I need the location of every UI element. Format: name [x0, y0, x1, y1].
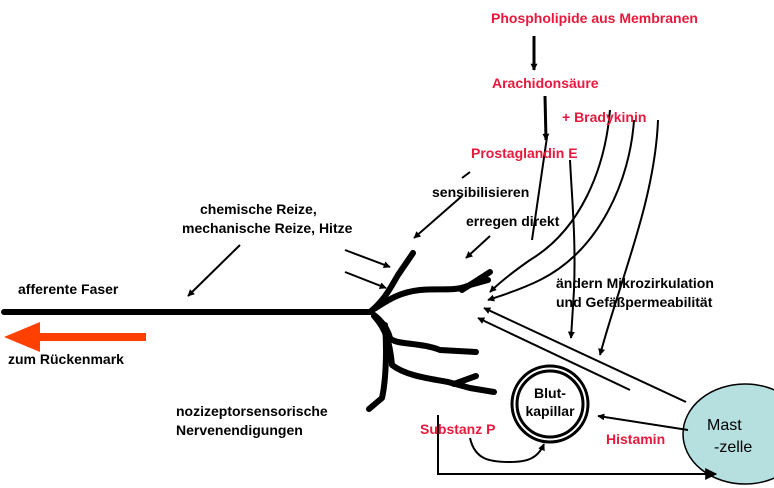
label-mikrozirkulation-1: ändern Mikrozirkulation [556, 275, 714, 291]
arrow-chemische-reize-to-fiber [188, 245, 240, 296]
nerve-branch-bottom [369, 325, 386, 409]
spinal-cord-arrow [4, 322, 146, 352]
label-sensibilisieren: sensibilisieren [432, 184, 529, 200]
label-phospholipide-rest: aus Membranen [587, 10, 697, 26]
arrow-prostaglandin-sensibilisieren [462, 172, 470, 178]
label-prostaglandin: Prostaglandin E [471, 145, 578, 161]
arrow-reize-to-nerve-1 [345, 250, 390, 267]
arrow-prostaglandin-to-capillary [570, 160, 575, 338]
label-bradykinin: + Bradykinin [562, 109, 646, 125]
label-chemische-reize: chemische Reize, [200, 201, 317, 217]
label-phospholipide-bold: Phospholipide [491, 10, 588, 26]
label-histamin: Histamin [606, 431, 665, 447]
label-afferente-faser: afferente Faser [18, 281, 119, 297]
arrow-erregen-direkt-to-nerve [466, 236, 490, 258]
label-erregen-direkt: erregen direkt [466, 213, 560, 229]
arrow-sensibilisieren-to-nerve [414, 196, 462, 238]
label-mast: Mast [707, 417, 742, 434]
nerve-branch-lower-tip [454, 376, 476, 384]
label-mikrozirkulation-2: und Gefäßpermeabilität [556, 294, 713, 310]
arrow-arachidonsaeure-to-prostaglandin [545, 96, 546, 140]
arrow-substanz-p-to-capillary [470, 438, 544, 462]
label-arachidonsaeure: Arachidonsäure [492, 75, 599, 91]
mast-cell [683, 384, 774, 484]
label-nozizeptor-1: nozizeptorsensorische [176, 403, 328, 419]
arrow-bradykinin-to-nerve [490, 110, 610, 292]
label-mechanische-reize: mechanische Reize, Hitze [182, 220, 353, 236]
label-zelle: -zelle [714, 439, 752, 456]
label-substanz-p: Substanz P [420, 421, 495, 437]
label-zum-rueckenmark: zum Rückenmark [8, 351, 124, 367]
arrow-mastcell-to-capillary [598, 416, 688, 430]
label-blut: Blut- [534, 385, 566, 401]
nerve-fiber [4, 253, 494, 409]
label-kapillar: kapillar [525, 403, 575, 419]
label-phospholipide: Phospholipide aus Membranen [491, 10, 698, 26]
arrow-reize-to-nerve-2 [345, 272, 386, 288]
label-nozizeptor-2: Nervenendigungen [176, 422, 303, 438]
